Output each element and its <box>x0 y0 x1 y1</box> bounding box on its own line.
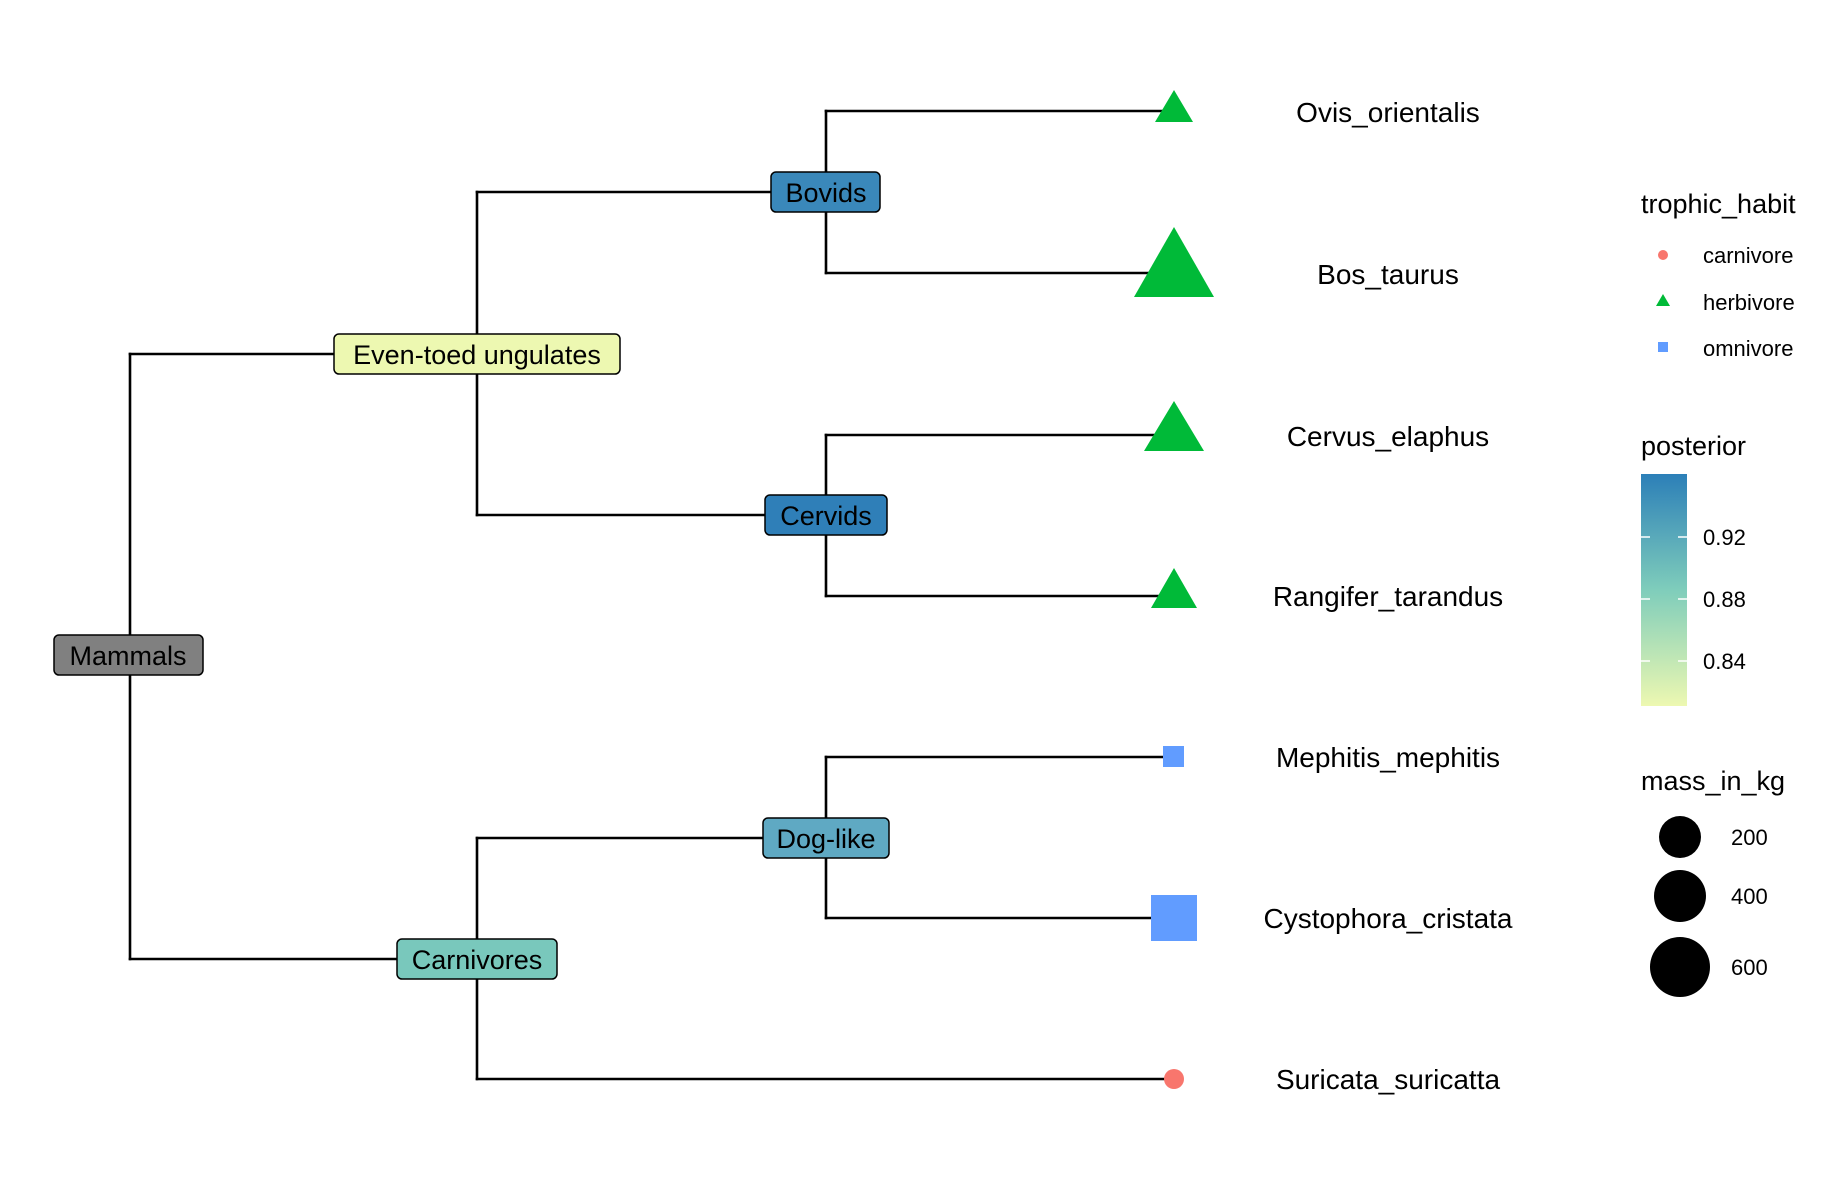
tip-label-ovis-orientalis: Ovis_orientalis <box>1296 97 1480 128</box>
posterior-colorbar <box>1641 474 1687 706</box>
posterior-tick-label: 0.84 <box>1703 649 1746 674</box>
node-label-mammals: Mammals <box>53 634 204 676</box>
node-labels: Mammals Even-toed ungulates Bovids Cervi… <box>53 171 890 980</box>
tip-label-suricata-suricatta: Suricata_suricatta <box>1276 1064 1501 1095</box>
node-label-cervids: Cervids <box>764 494 888 536</box>
branches <box>128 109 1176 1081</box>
legend-herbivore-label: herbivore <box>1703 290 1795 315</box>
node-box-mammals <box>53 634 204 676</box>
legend-mass-400-icon <box>1654 870 1706 922</box>
tip-symbol-bos-taurus <box>1134 227 1214 297</box>
legend-trophic-habit: trophic_habit carnivore herbivore omnivo… <box>1641 189 1796 361</box>
node-box-carnivores <box>396 938 558 980</box>
node-text-cervids: Cervids <box>780 501 872 531</box>
node-label-carnivores: Carnivores <box>396 938 558 980</box>
legend-omnivore-icon <box>1658 342 1668 352</box>
node-box-even-toed-ungulates <box>333 333 621 375</box>
posterior-tick-label: 0.92 <box>1703 525 1746 550</box>
tip-labels: Ovis_orientalis Bos_taurus Cervus_elaphu… <box>1263 97 1512 1095</box>
tip-label-cystophora-cristata: Cystophora_cristata <box>1263 903 1512 934</box>
legend-omnivore-label: omnivore <box>1703 336 1793 361</box>
legend-herbivore-icon <box>1656 294 1670 306</box>
legend-posterior-title: posterior <box>1641 431 1746 461</box>
tip-label-rangifer-tarandus: Rangifer_tarandus <box>1273 581 1503 612</box>
legend-mass-200-icon <box>1659 816 1701 858</box>
node-box-dog-like <box>762 817 890 859</box>
tip-symbols <box>1134 90 1214 1089</box>
node-text-even-toed-ungulates: Even-toed ungulates <box>353 340 601 370</box>
tip-label-bos-taurus: Bos_taurus <box>1317 259 1459 290</box>
tip-symbol-rangifer-tarandus <box>1151 568 1197 608</box>
legend-posterior: posterior 0.92 0.88 0.84 <box>1641 431 1746 706</box>
node-label-even-toed-ungulates: Even-toed ungulates <box>333 333 621 375</box>
tip-symbol-suricata-suricatta <box>1164 1069 1184 1089</box>
node-text-carnivores: Carnivores <box>412 945 543 975</box>
legend-carnivore-label: carnivore <box>1703 243 1793 268</box>
legend-mass-600-icon <box>1650 937 1710 997</box>
tip-symbol-mephitis-mephitis <box>1163 746 1184 767</box>
legend-mass-in-kg-title: mass_in_kg <box>1641 766 1785 796</box>
tip-symbol-cervus-elaphus <box>1144 401 1204 451</box>
legend-mass-600-label: 600 <box>1731 955 1768 980</box>
node-box-bovids <box>770 171 881 213</box>
legend-mass-in-kg: mass_in_kg 200 400 600 <box>1641 766 1785 997</box>
legend-carnivore-icon <box>1658 250 1668 260</box>
tip-symbol-cystophora-cristata <box>1151 895 1197 941</box>
node-text-bovids: Bovids <box>785 178 866 208</box>
node-box-cervids <box>764 494 888 536</box>
legend-mass-400-label: 400 <box>1731 884 1768 909</box>
tip-symbol-ovis-orientalis <box>1155 90 1193 122</box>
node-label-bovids: Bovids <box>770 171 881 213</box>
node-label-dog-like: Dog-like <box>762 817 890 859</box>
tip-label-cervus-elaphus: Cervus_elaphus <box>1287 421 1489 452</box>
posterior-tick-label: 0.88 <box>1703 587 1746 612</box>
legend-mass-200-label: 200 <box>1731 825 1768 850</box>
legend-trophic-habit-title: trophic_habit <box>1641 189 1796 219</box>
node-text-dog-like: Dog-like <box>776 824 875 854</box>
tip-label-mephitis-mephitis: Mephitis_mephitis <box>1276 742 1500 773</box>
node-text-mammals: Mammals <box>69 641 186 671</box>
